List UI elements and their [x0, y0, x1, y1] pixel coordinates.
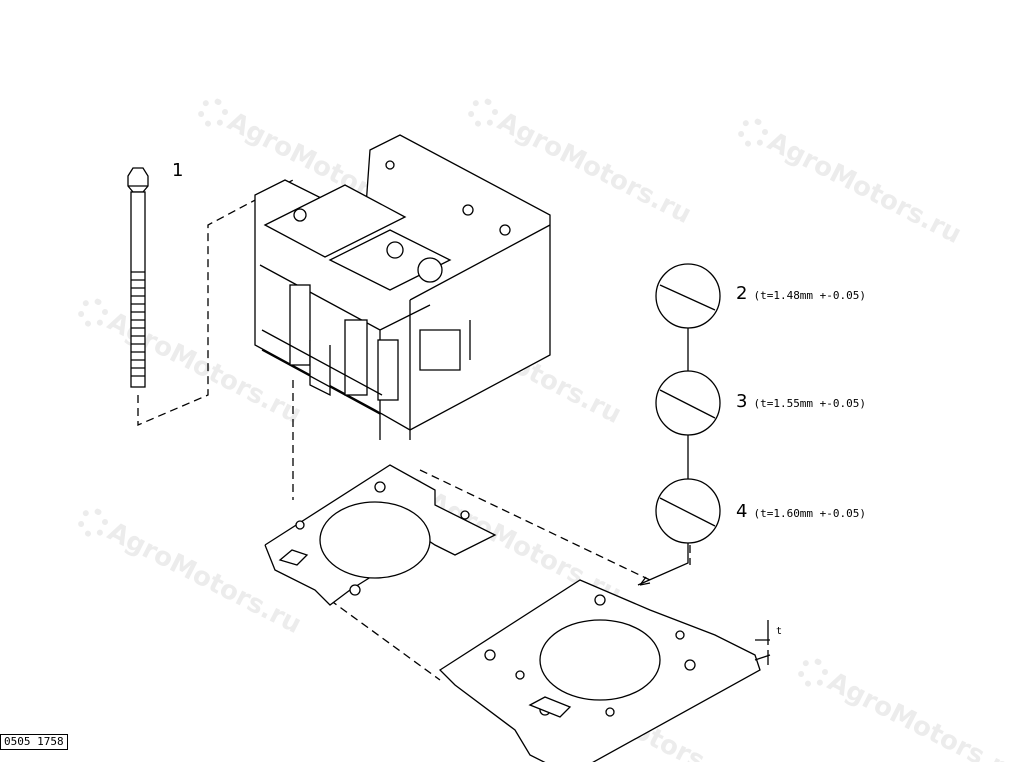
gasket-upper-drawing	[264, 464, 497, 606]
gasket-variant-2-circle	[655, 263, 721, 329]
part-4-label: 4(t=1.60mm +-0.05)	[736, 501, 867, 522]
gasket-variant-3-circle	[655, 370, 721, 436]
thickness-label: t	[776, 626, 783, 637]
reference-code: 0505 1758	[0, 734, 68, 750]
cylinder-head-drawing	[254, 134, 551, 440]
gasket-variant-chain	[637, 263, 721, 586]
part-1-label: 1	[172, 160, 184, 181]
part-2-label: 2(t=1.48mm +-0.05)	[736, 283, 867, 304]
bolt-drawing	[127, 167, 149, 388]
gasket-lower-drawing	[438, 579, 771, 762]
part-3-label: 3(t=1.55mm +-0.05)	[736, 391, 867, 412]
gasket-variant-4-circle	[655, 478, 721, 544]
assembly-guides	[137, 179, 691, 681]
